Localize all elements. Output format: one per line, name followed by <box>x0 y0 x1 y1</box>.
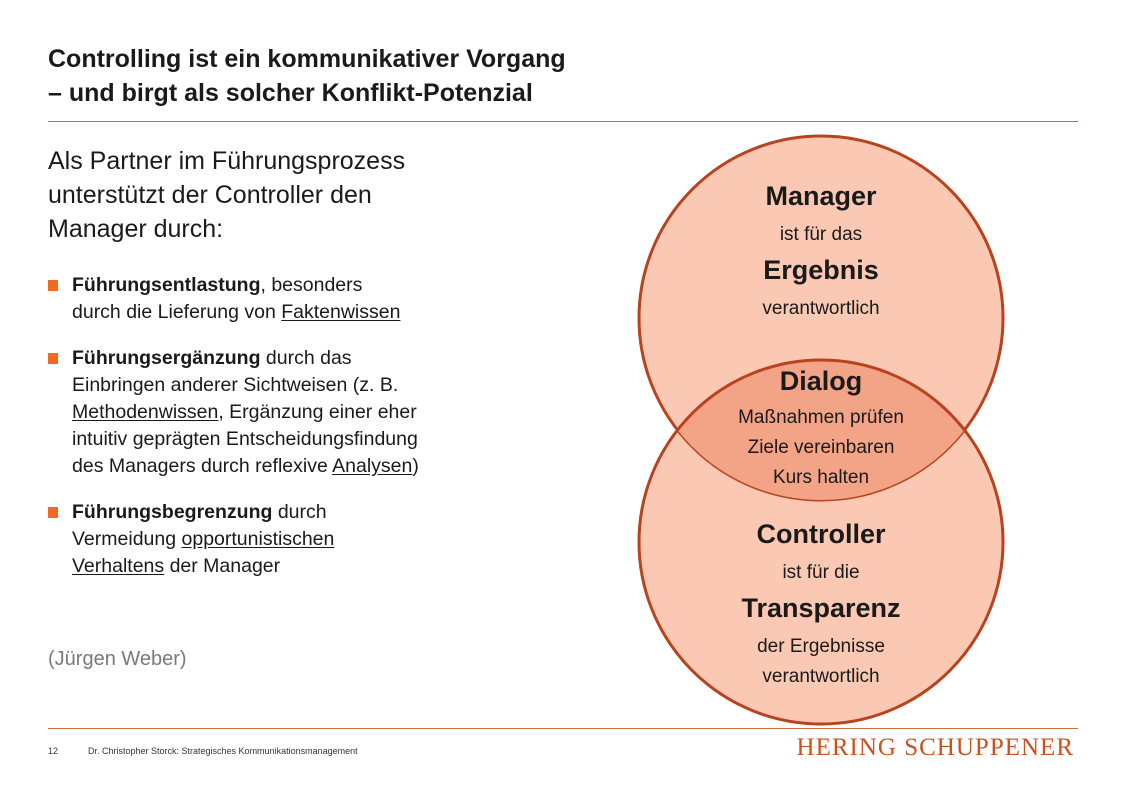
company-logo: HERING SCHUPPENER <box>796 734 1074 761</box>
title-divider <box>48 121 1078 122</box>
manager-key: Ergebnis <box>763 255 879 285</box>
manager-title: Manager <box>765 181 877 211</box>
controller-line-2: der Ergebnisse <box>757 636 885 657</box>
bullet-item-fuehrungsbegrenzung: Führungsbegrenzung durch Vermeidung oppo… <box>48 499 568 580</box>
bullet-text: der Manager <box>164 555 281 577</box>
underlined-term: Verhaltens <box>72 555 165 577</box>
source-citation: (Jürgen Weber) <box>48 648 187 670</box>
bullet-text: des Managers durch reflexive <box>72 455 333 477</box>
intro-line-2: unterstützt der Controller den <box>48 181 372 209</box>
controller-line-1: ist für die <box>782 562 859 583</box>
underlined-term: opportunistischen <box>181 528 335 550</box>
intro-text: Als Partner im Führungsprozess unterstüt… <box>48 144 568 246</box>
controller-line-3: verantwortlich <box>762 666 879 687</box>
footer-divider <box>48 728 1078 729</box>
bullet-list: Führungsentlastung, besonders durch die … <box>48 272 568 599</box>
bullet-keyword: Führungsergänzung <box>72 347 261 369</box>
underlined-term: Faktenwissen <box>281 301 401 323</box>
bullet-item-fuehrungsentlastung: Führungsentlastung, besonders durch die … <box>48 272 568 326</box>
manager-line-2: verantwortlich <box>762 298 879 319</box>
controller-title: Controller <box>756 519 885 549</box>
slide-title: Controlling ist ein kommunikativer Vorga… <box>48 42 1048 110</box>
title-line-1: Controlling ist ein kommunikativer Vorga… <box>48 45 566 73</box>
bullet-item-fuehrungsergaenzung: Führungsergänzung durch das Einbringen a… <box>48 345 568 480</box>
bullet-text: durch das <box>260 347 352 369</box>
manager-line-1: ist für das <box>780 224 862 245</box>
bullet-text: Einbringen anderer Sichtweisen (z. B. <box>72 374 399 396</box>
controller-circle-outline <box>639 358 1003 500</box>
dialog-line-1: Maßnahmen prüfen <box>738 407 904 428</box>
intro-line-3: Manager durch: <box>48 215 224 243</box>
bullet-text: , besonders <box>260 274 363 296</box>
bullet-square-icon <box>48 353 58 364</box>
bullet-keyword: Führungsbegrenzung <box>72 501 273 523</box>
dialog-overlap <box>639 360 1003 500</box>
dialog-line-3: Kurs halten <box>773 467 869 488</box>
controller-key: Transparenz <box>741 593 900 623</box>
bullet-text: durch <box>272 501 327 523</box>
title-line-2: – und birgt als solcher Konflikt-Potenzi… <box>48 79 533 107</box>
bullet-text: ) <box>412 455 419 477</box>
bullet-text: Vermeidung <box>72 528 182 550</box>
bullet-text: intuitiv geprägten Entscheidungsfindung <box>72 428 418 450</box>
page-number: 12 <box>48 746 59 756</box>
underlined-term: Methodenwissen <box>72 401 219 423</box>
bullet-text: , Ergänzung einer eher <box>218 401 417 423</box>
bullet-text: durch die Lieferung von <box>72 301 282 323</box>
footer-text: Dr. Christopher Storck: Strategisches Ko… <box>88 746 358 756</box>
bullet-square-icon <box>48 280 58 291</box>
intro-line-1: Als Partner im Führungsprozess <box>48 147 406 175</box>
underlined-term: Analysen <box>332 455 413 477</box>
bullet-keyword: Führungsentlastung <box>72 274 261 296</box>
dialog-title: Dialog <box>780 366 863 396</box>
dialog-line-2: Ziele vereinbaren <box>748 437 895 458</box>
bullet-square-icon <box>48 507 58 518</box>
